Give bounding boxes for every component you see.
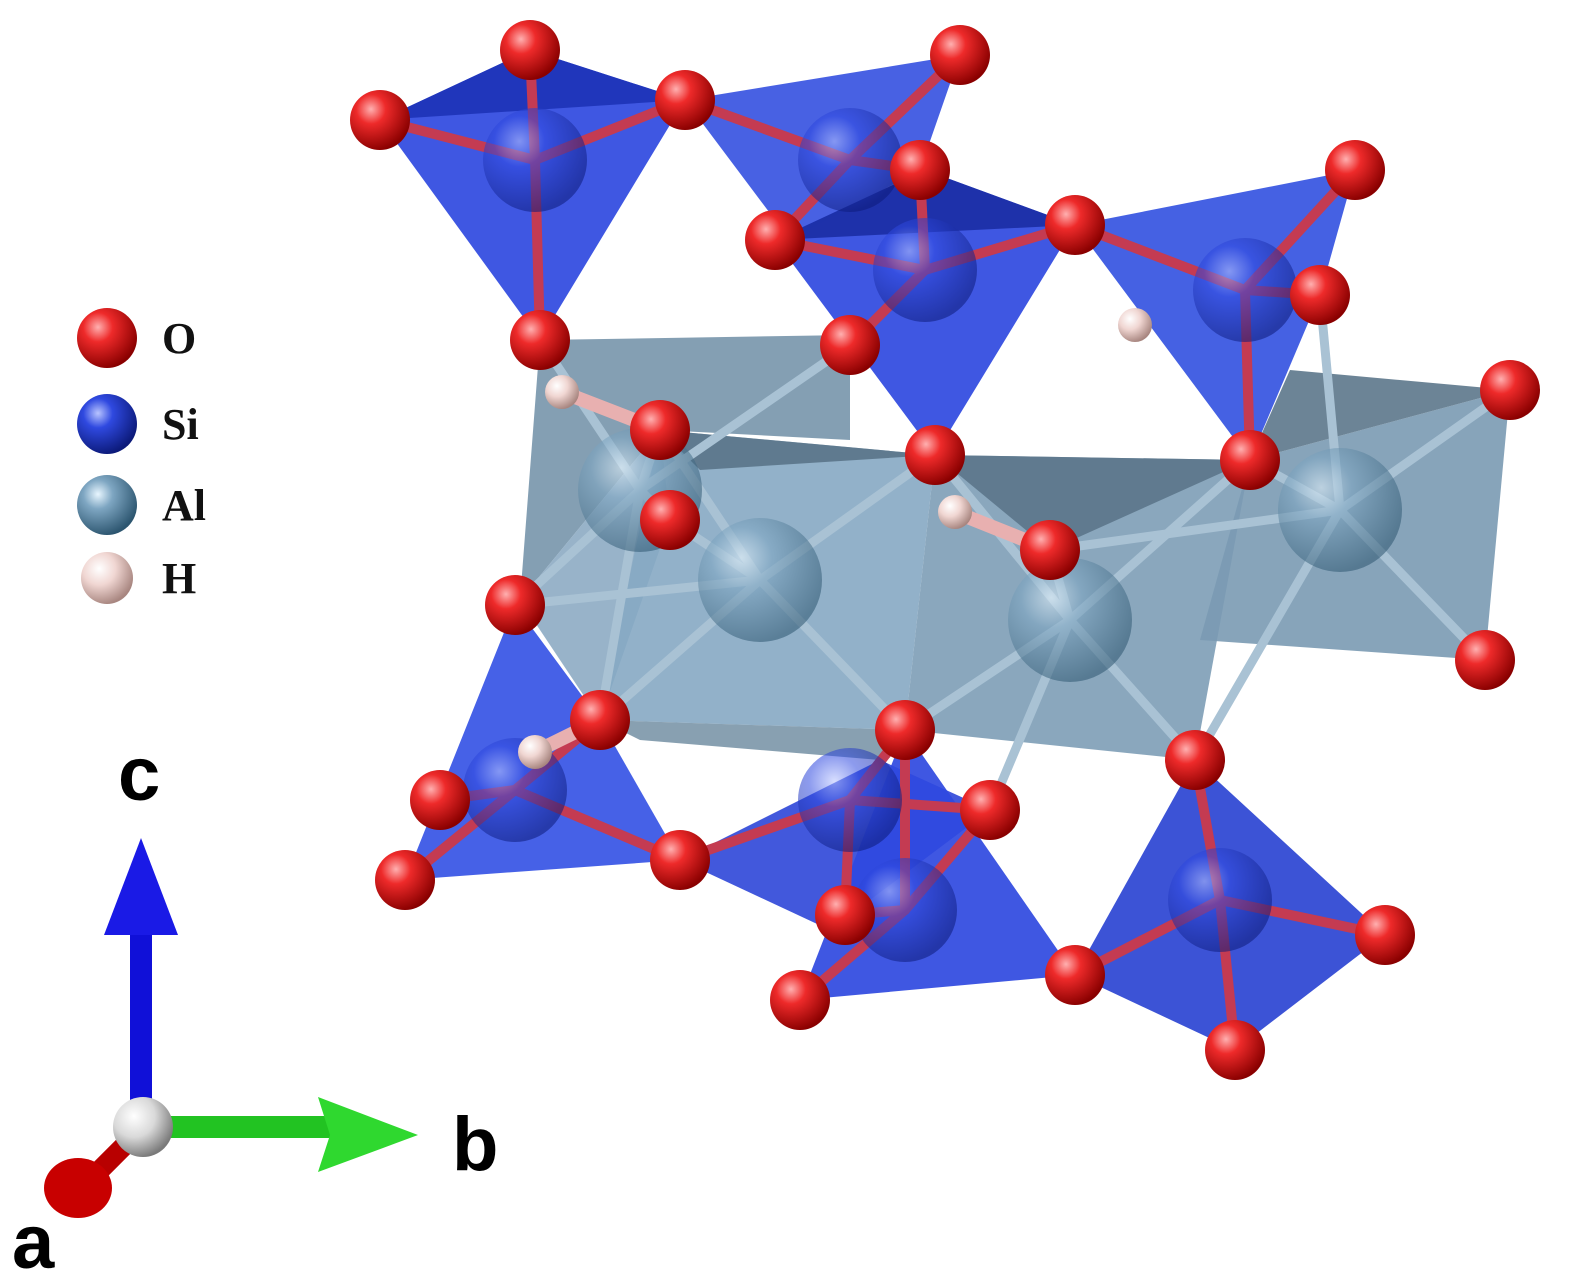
oxygen-atom: [930, 25, 990, 85]
axis-label-c: c: [118, 732, 160, 817]
oxygen-atom: [1290, 265, 1350, 325]
oxygen-atom: [500, 20, 560, 80]
c-axis-shaft: [130, 925, 152, 1105]
legend-hydrogen-icon: [81, 552, 133, 604]
axis-triad: c b a: [12, 732, 498, 1285]
aluminium-atom: [1008, 558, 1132, 682]
oxygen-atom: [655, 70, 715, 130]
octahedron-face: [660, 430, 935, 470]
hydrogen-atom: [1118, 308, 1152, 342]
hydrogen-atom: [938, 495, 972, 529]
silicon-atom: [1193, 238, 1297, 342]
legend-label-oxygen: O: [162, 314, 196, 363]
octahedron-face: [935, 455, 1250, 550]
oxygen-atom: [650, 830, 710, 890]
axis-label-a: a: [12, 1200, 55, 1285]
oxygen-atom: [1020, 520, 1080, 580]
legend-oxygen-icon: [77, 308, 137, 368]
hydrogen-atom: [545, 375, 579, 409]
silicon-atom: [798, 748, 902, 852]
silicon-atom: [873, 218, 977, 322]
axis-label-b: b: [452, 1102, 498, 1187]
oxygen-atom: [1455, 630, 1515, 690]
oxygen-atom: [815, 885, 875, 945]
oxygen-atom: [770, 970, 830, 1030]
legend-label-hydrogen: H: [162, 554, 196, 603]
legend-label-silicon: Si: [162, 400, 199, 449]
octahedron-face: [600, 720, 905, 760]
oxygen-atom: [510, 310, 570, 370]
b-axis-shaft: [160, 1116, 330, 1138]
hydrogen-atom: [518, 735, 552, 769]
aluminium-atom: [698, 518, 822, 642]
aluminium-atom: [1278, 448, 1402, 572]
oxygen-atom: [640, 490, 700, 550]
oxygen-atom: [960, 780, 1020, 840]
silicon-atom: [853, 858, 957, 962]
octahedron-face: [1250, 370, 1510, 460]
oxygen-atom: [375, 850, 435, 910]
c-axis-arrowhead: [104, 838, 178, 935]
oxygen-atom: [1165, 730, 1225, 790]
atoms: [350, 20, 1540, 1080]
oxygen-atom: [1045, 195, 1105, 255]
axis-origin-icon: [113, 1097, 173, 1157]
oxygen-atom: [1355, 905, 1415, 965]
oxygen-atom: [1480, 360, 1540, 420]
oxygen-atom: [905, 425, 965, 485]
legend: O Si Al H: [77, 308, 206, 604]
oxygen-atom: [875, 700, 935, 760]
legend-label-aluminium: Al: [162, 481, 206, 530]
oxygen-atom: [1325, 140, 1385, 200]
b-axis-arrowhead: [318, 1097, 418, 1172]
a-axis-arrowhead: [44, 1158, 112, 1218]
silicon-atom: [798, 108, 902, 212]
oxygen-atom: [485, 575, 545, 635]
oxygen-atom: [820, 315, 880, 375]
oxygen-atom: [890, 140, 950, 200]
oxygen-atom: [1205, 1020, 1265, 1080]
silicon-atom: [483, 108, 587, 212]
silicon-atom: [1168, 848, 1272, 952]
legend-aluminium-icon: [77, 475, 137, 535]
legend-silicon-icon: [77, 394, 137, 454]
oxygen-atom: [1220, 430, 1280, 490]
oxygen-atom: [1045, 945, 1105, 1005]
oxygen-atom: [410, 770, 470, 830]
oxygen-atom: [630, 400, 690, 460]
oxygen-atom: [350, 90, 410, 150]
oxygen-atom: [745, 210, 805, 270]
oxygen-atom: [570, 690, 630, 750]
